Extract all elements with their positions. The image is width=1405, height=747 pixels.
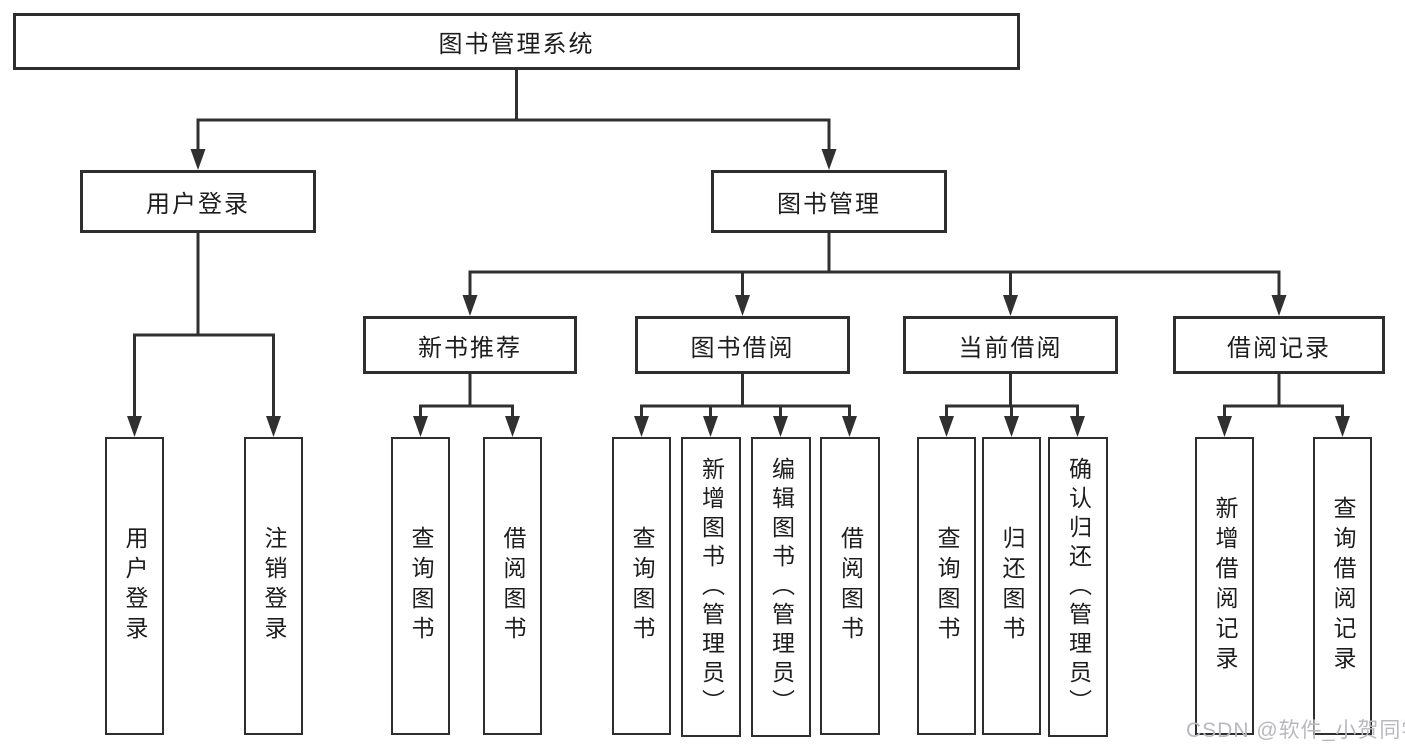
leaf-query-book-current: 查询图书	[917, 437, 976, 735]
leaf-borrow-book-recommend-label: 借阅图书	[500, 526, 526, 646]
leaf-query-borrow-record-label: 查询借阅记录	[1330, 496, 1356, 676]
node-book-borrow-label: 图书借阅	[690, 334, 795, 362]
leaf-add-book-admin: 新增图书（管理员）	[681, 437, 741, 737]
leaf-add-borrow-record-label: 新增借阅记录	[1212, 496, 1238, 676]
leaf-edit-book-admin: 编辑图书（管理员）	[751, 437, 811, 737]
node-current-borrow: 当前借阅	[903, 316, 1118, 374]
node-borrow-record: 借阅记录	[1173, 316, 1385, 374]
leaf-user-login-label: 用户登录	[122, 526, 148, 646]
node-new-book-recommend: 新书推荐	[363, 316, 577, 374]
leaf-borrow-book-recommend: 借阅图书	[483, 437, 542, 735]
leaf-confirm-return-admin-label: 确认归还（管理员）	[1065, 456, 1092, 718]
node-book-borrow: 图书借阅	[635, 316, 850, 374]
node-root-label: 图书管理系统	[438, 31, 595, 58]
leaf-query-book-borrow: 查询图书	[612, 437, 671, 735]
node-user-login: 用户登录	[80, 170, 316, 233]
leaf-confirm-return-admin: 确认归还（管理员）	[1048, 437, 1108, 737]
csdn-watermark: CSDN @软件_小贺同学	[1186, 719, 1405, 742]
leaf-borrow-book: 借阅图书	[820, 437, 880, 735]
leaf-add-book-admin-label: 新增图书（管理员）	[698, 456, 725, 718]
leaf-query-borrow-record: 查询借阅记录	[1313, 437, 1372, 735]
node-root-system: 图书管理系统	[13, 13, 1020, 70]
leaf-query-book-recommend: 查询图书	[391, 437, 450, 735]
arrowheads	[127, 149, 1350, 437]
leaf-return-book: 归还图书	[982, 437, 1041, 735]
leaf-query-book-borrow-label: 查询图书	[629, 526, 655, 646]
node-new-book-recommend-label: 新书推荐	[418, 334, 522, 362]
node-book-management-label: 图书管理	[777, 191, 881, 218]
leaf-logout-label: 注销登录	[261, 526, 287, 646]
node-current-borrow-label: 当前借阅	[958, 334, 1063, 362]
leaf-borrow-book-label: 借阅图书	[837, 526, 864, 646]
node-borrow-record-label: 借阅记录	[1227, 334, 1331, 362]
leaf-query-book-current-label: 查询图书	[934, 526, 960, 646]
leaf-query-book-recommend-label: 查询图书	[408, 526, 434, 646]
node-book-management: 图书管理	[711, 170, 947, 233]
leaf-add-borrow-record: 新增借阅记录	[1195, 437, 1254, 735]
leaf-user-login: 用户登录	[105, 437, 164, 735]
leaf-edit-book-admin-label: 编辑图书（管理员）	[768, 456, 795, 718]
leaf-return-book-label: 归还图书	[999, 526, 1025, 646]
node-user-login-label: 用户登录	[146, 191, 250, 218]
leaf-logout: 注销登录	[244, 437, 303, 735]
